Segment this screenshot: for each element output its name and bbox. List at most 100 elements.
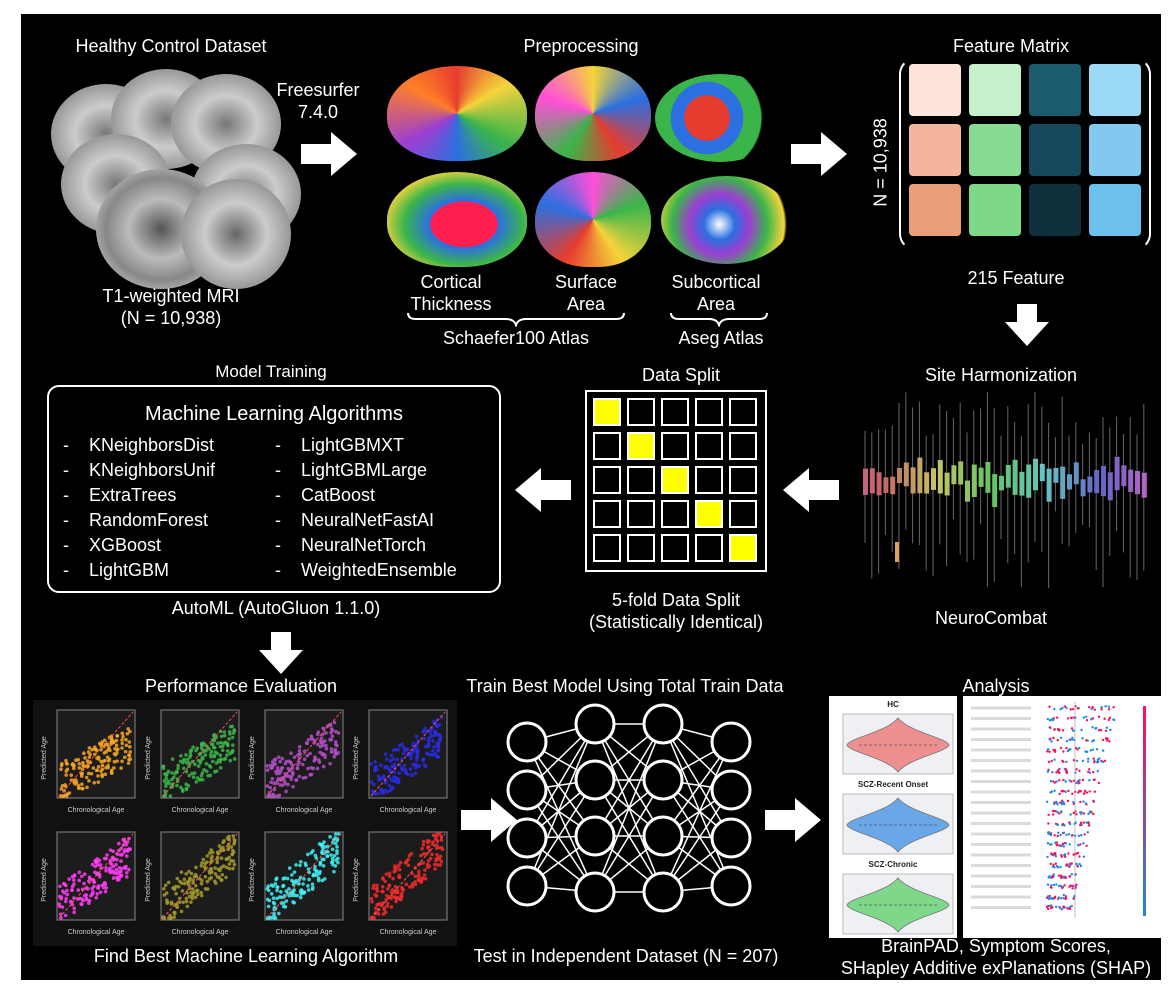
arrow-left-icon: [783, 468, 839, 512]
scatter-point: [302, 890, 306, 895]
scatter-point: [185, 757, 190, 762]
ml-algorithm-item: CatBoost: [301, 485, 376, 505]
scatter-point: [397, 771, 401, 775]
scatter-point: [82, 872, 87, 876]
shap-point: [1057, 884, 1061, 888]
shap-feature-label: [971, 885, 1031, 888]
scatter-point: [317, 758, 321, 762]
scatter-point: [219, 734, 224, 739]
scatter-point: [184, 896, 189, 901]
scatter-point: [77, 870, 82, 875]
shap-point: [1083, 789, 1087, 793]
scatter-point: [394, 899, 398, 904]
scatter-point: [176, 766, 180, 771]
shap-point: [1074, 716, 1077, 719]
scatter-point: [314, 856, 319, 860]
shap-point: [1073, 894, 1076, 898]
scatter-point: [64, 769, 69, 773]
boxplot-box: [1121, 465, 1127, 487]
scatter-point: [65, 892, 70, 897]
scatter-point: [282, 894, 287, 898]
scatter-point: [303, 861, 308, 866]
nn-node: [642, 815, 684, 857]
scatter-point: [161, 764, 165, 769]
train-fold-cell: [729, 500, 757, 528]
scatter-point: [196, 764, 201, 768]
shap-point: [1053, 834, 1056, 837]
shap-point: [1101, 738, 1105, 742]
scatter-point: [439, 845, 444, 850]
scatter-point: [180, 881, 184, 886]
shap-point: [1070, 872, 1074, 876]
scatter-point: [393, 895, 397, 900]
shap-point: [1078, 862, 1081, 866]
scatter-point: [376, 774, 381, 779]
scatter-point: [414, 734, 419, 739]
shap-panel: [963, 696, 1161, 938]
train-fold-cell: [729, 432, 757, 460]
scatter-point: [371, 782, 376, 787]
boxplot-box: [1073, 462, 1079, 485]
scatter-point: [100, 772, 104, 777]
scatter-point: [271, 884, 275, 888]
violin-plot: [842, 793, 954, 855]
scatter-point: [265, 887, 270, 891]
scatter-point: [100, 883, 104, 888]
shap-point: [1094, 727, 1097, 730]
freesurfer-label-2: 7.4.0: [297, 102, 339, 122]
scatter-point: [324, 746, 329, 751]
scatter-point: [305, 753, 310, 758]
scatter-point: [121, 734, 125, 739]
scatter-point: [312, 867, 317, 872]
scatter-point: [105, 755, 110, 759]
shap-point: [1049, 726, 1052, 729]
scatter-point: [212, 732, 217, 737]
scatter-point: [375, 883, 379, 888]
scatter-point: [277, 911, 281, 916]
shap-point: [1052, 813, 1055, 816]
scatter-point: [430, 852, 434, 857]
shap-point: [1086, 760, 1090, 763]
shap-point: [1055, 716, 1059, 719]
scatter-point: [374, 894, 379, 898]
shap-feature-label: [971, 748, 1031, 752]
healthy-caption-1: T1-weighted MRI: [102, 286, 240, 306]
shap-point: [1082, 855, 1086, 858]
n-label: N = 10,938: [870, 118, 891, 207]
list-bullet: -: [275, 435, 281, 455]
scatter-point: [265, 784, 270, 788]
shap-point: [1082, 842, 1085, 845]
scatter-point: [166, 779, 171, 784]
scatter-point: [371, 886, 375, 891]
analysis-caption-2: SHapley Additive exPlanations (SHAP): [840, 958, 1152, 978]
scatter-point: [198, 877, 202, 881]
shap-point: [1086, 831, 1090, 834]
shap-point: [1064, 780, 1067, 783]
scatter-point: [333, 749, 337, 753]
scatter-point: [123, 848, 127, 852]
scatter-point: [430, 842, 435, 846]
train-fold-cell: [695, 534, 723, 562]
shap-point: [1074, 885, 1077, 888]
shap-feature-label: [971, 822, 1031, 825]
scatter-point: [330, 847, 335, 852]
scatter-point: [332, 754, 336, 759]
boxplot-box: [1026, 464, 1032, 498]
shap-feature-label: [971, 843, 1031, 846]
scatter-point: [171, 886, 176, 891]
scatter-point: [96, 774, 100, 778]
shap-point: [1075, 781, 1078, 785]
scatter-point: [435, 838, 439, 843]
scatter-point: [112, 752, 117, 756]
shap-point: [1105, 739, 1109, 742]
shap-point: [1067, 832, 1071, 836]
scatter-point: [193, 762, 197, 767]
scatter-point: [185, 891, 189, 895]
shap-point: [1070, 904, 1073, 908]
scatter-point: [60, 905, 65, 909]
scatter-point: [182, 757, 186, 762]
scatter-point: [429, 726, 434, 730]
shap-point: [1061, 706, 1064, 710]
shap-point: [1068, 822, 1072, 826]
